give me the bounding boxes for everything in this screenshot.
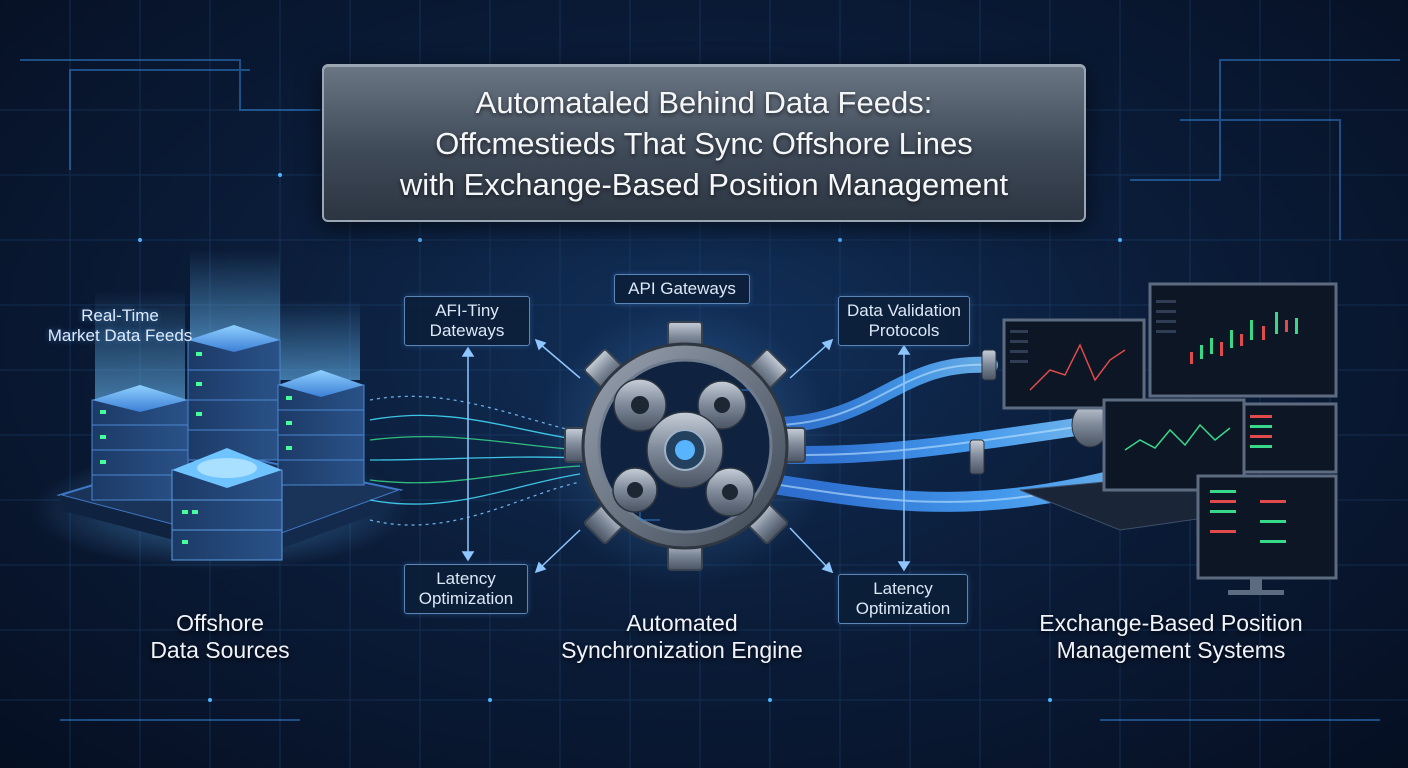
title-line-3: with Exchange-Based Position Management <box>400 164 1008 205</box>
tag-api-gateways: API Gateways <box>614 274 750 304</box>
systems-label-line-1: Exchange-Based Position <box>1016 610 1326 637</box>
tag-latency-optimization-right: Latency Optimization <box>838 574 968 624</box>
server-rack <box>172 448 282 560</box>
tag-latency-right-line-1: Latency <box>873 579 933 599</box>
tag-latency-optimization-left: Latency Optimization <box>404 564 528 614</box>
engine-label-line-1: Automated <box>532 610 832 637</box>
synchronization-engine-label: Automated Synchronization Engine <box>532 610 832 664</box>
tag-data-validation-protocols: Data Validation Protocols <box>838 296 970 346</box>
synchronization-engine <box>535 305 835 585</box>
position-management-systems-label: Exchange-Based Position Management Syste… <box>1016 610 1326 664</box>
tag-api-gateways-text: API Gateways <box>628 279 736 299</box>
offshore-data-sources-label: Offshore Data Sources <box>100 610 340 664</box>
monitor <box>1198 476 1336 595</box>
sources-label-line-2: Data Sources <box>100 637 340 664</box>
monitor <box>1150 284 1336 396</box>
sources-label-line-1: Offshore <box>100 610 340 637</box>
engine-label-line-2: Synchronization Engine <box>532 637 832 664</box>
tag-latency-left-line-2: Optimization <box>419 589 513 609</box>
tag-latency-left-line-1: Latency <box>436 569 496 589</box>
server-rack <box>278 370 364 485</box>
systems-label-line-2: Management Systems <box>1016 637 1326 664</box>
trading-monitors <box>1004 284 1336 595</box>
monitor <box>1004 320 1144 408</box>
tag-api-tiny-line-1: AFI-Tiny <box>435 301 499 321</box>
title-line-1: Automataled Behind Data Feeds: <box>476 82 933 123</box>
tag-api-tiny-line-2: Dateways <box>430 321 505 341</box>
server-cluster <box>30 250 410 570</box>
tag-api-tiny-gateways: AFI-Tiny Dateways <box>404 296 530 346</box>
feed-label-line-2: Market Data Feeds <box>30 326 210 346</box>
title-line-2: Offcmestieds That Sync Offshore Lines <box>435 123 973 164</box>
title-panel: Automataled Behind Data Feeds: Offcmesti… <box>322 64 1086 222</box>
monitor <box>1244 404 1336 472</box>
market-data-feeds-label: Real-Time Market Data Feeds <box>30 306 210 346</box>
tag-latency-right-line-2: Optimization <box>856 599 950 619</box>
tag-data-validation-line-2: Protocols <box>869 321 940 341</box>
feed-label-line-1: Real-Time <box>30 306 210 326</box>
tag-data-validation-line-1: Data Validation <box>847 301 961 321</box>
